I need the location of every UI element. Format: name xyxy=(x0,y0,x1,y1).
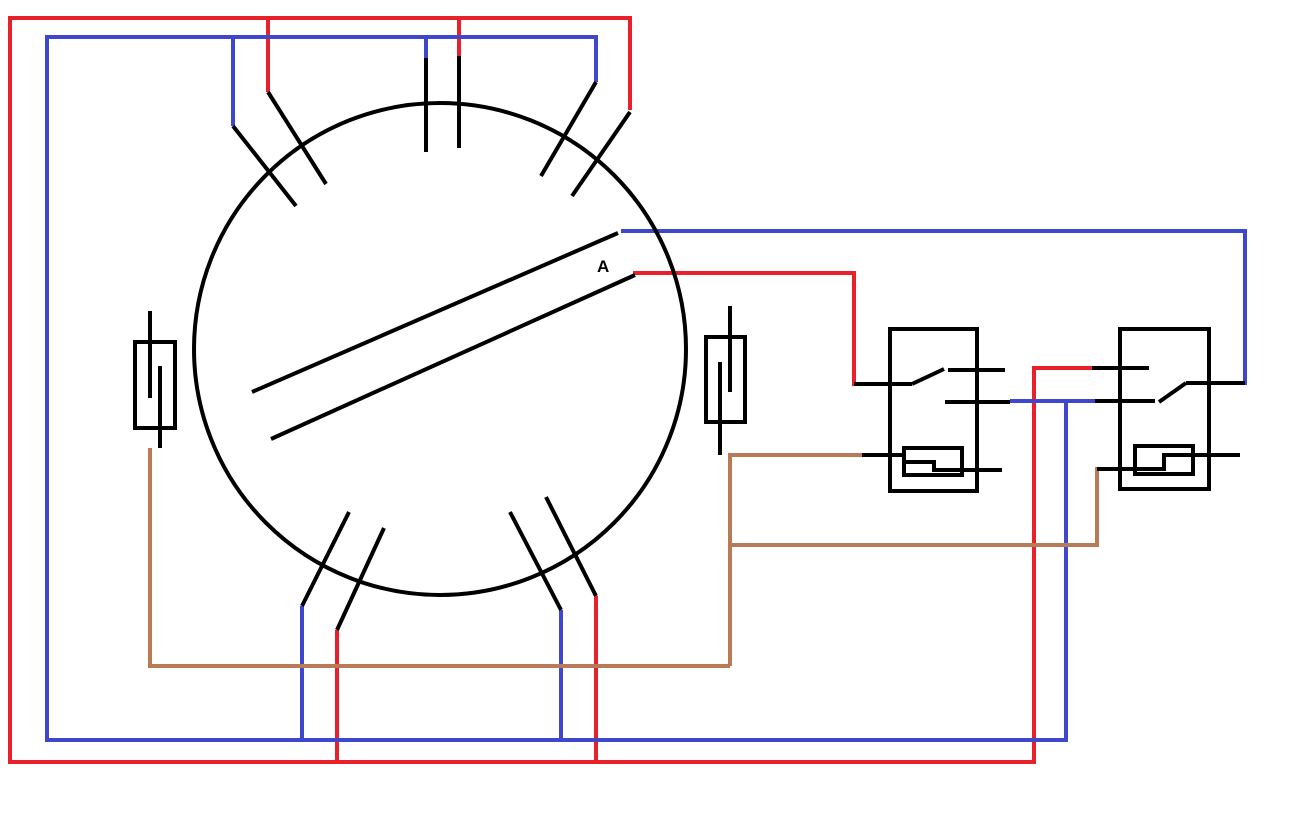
contact-pair-top-center xyxy=(424,56,461,152)
blue-wire-brush-return xyxy=(621,229,1247,385)
brown-wire-right-fuse xyxy=(728,453,862,666)
red-wire-terminal-a xyxy=(633,271,890,386)
relay-1 xyxy=(854,327,1010,493)
brown-wire-left-fuse xyxy=(148,448,730,668)
relay-2-housing xyxy=(1118,327,1211,491)
brown-wires xyxy=(148,448,1120,668)
contact-pair-bottom-right xyxy=(508,496,598,611)
blue-wires xyxy=(45,35,1247,742)
brown-wire-relay-2-coil xyxy=(730,467,1120,547)
terminal-a-label: A xyxy=(597,257,609,276)
fuse-right xyxy=(704,306,747,455)
relay-2-coil xyxy=(1133,444,1195,476)
contact-pair-top-left xyxy=(231,90,328,208)
contact-pair-top-right xyxy=(539,80,632,198)
fuse-left xyxy=(133,311,177,448)
contact-pair-bottom-left xyxy=(300,511,386,631)
relay-2 xyxy=(1092,327,1245,491)
rotor-bar-upper xyxy=(251,231,619,394)
motor-housing xyxy=(192,101,688,597)
red-wire-outer-loop xyxy=(8,16,1092,764)
brush-contacts xyxy=(231,56,632,631)
motor: A xyxy=(192,101,688,597)
relay-1-housing xyxy=(888,327,979,493)
rotor-bar-lower xyxy=(270,273,636,441)
